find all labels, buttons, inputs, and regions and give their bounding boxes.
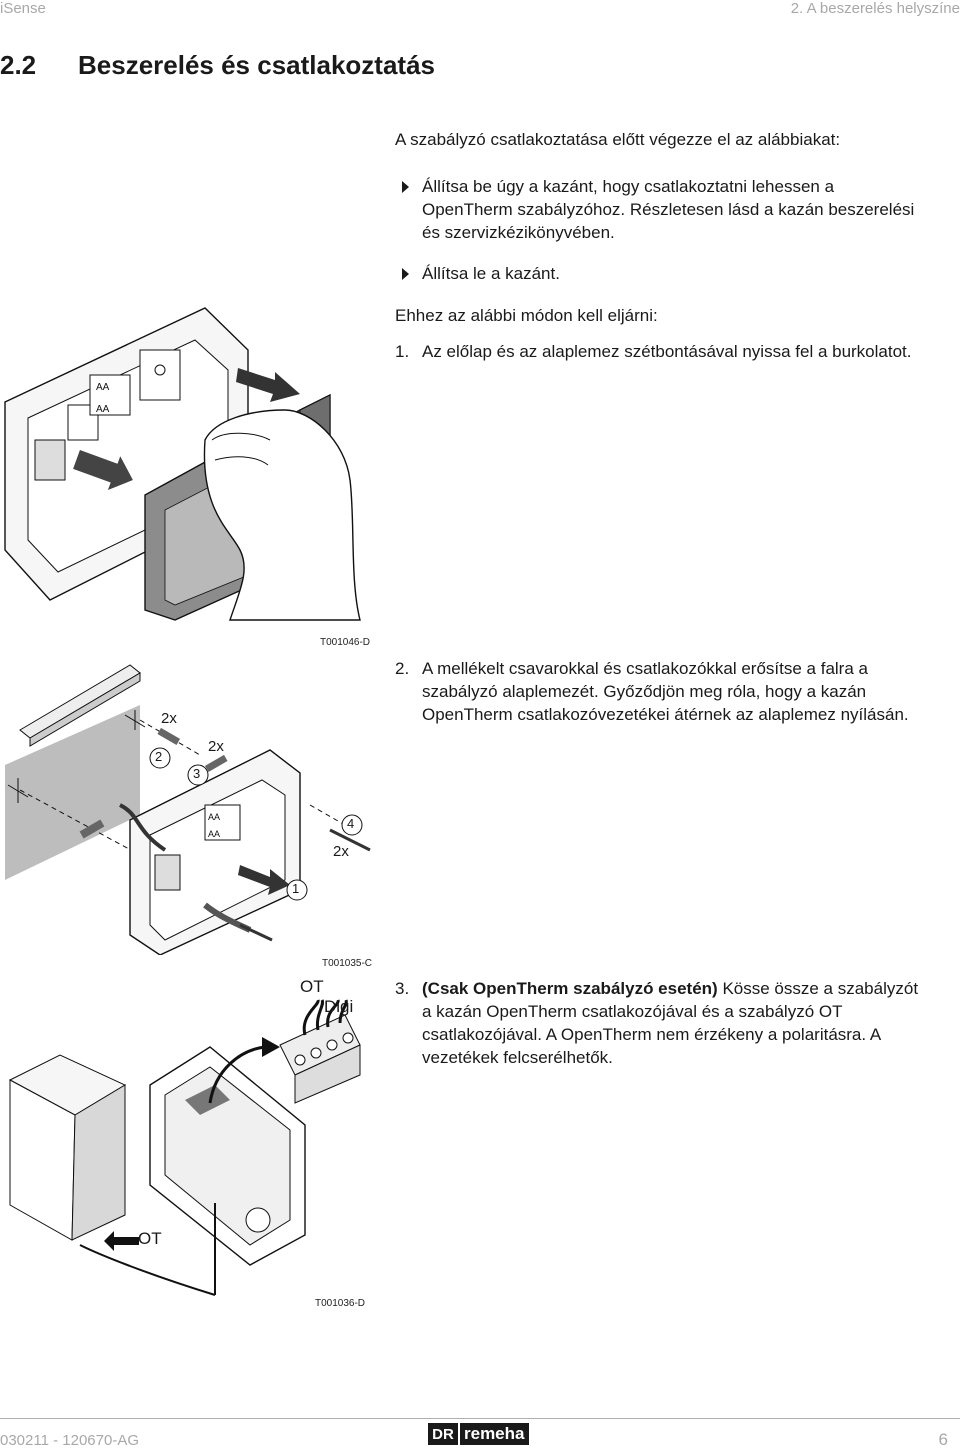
step-3-line-2: a kazán OpenTherm csatlakozójával és a s… — [422, 1002, 843, 1021]
footer-divider — [0, 1418, 960, 1419]
figure-1-code: T001046-D — [320, 637, 371, 648]
document-code: 030211 - 120670-AG — [0, 1432, 139, 1449]
quantity-label: 2x — [161, 710, 177, 727]
bullet-1-line-2: OpenTherm szabályzóhoz. Részletesen lásd… — [422, 200, 915, 219]
callout-1: 1 — [292, 881, 300, 896]
section-title: Beszerelés és csatlakoztatás — [78, 50, 436, 80]
svg-text:AA: AA — [96, 382, 110, 393]
label-ot-boiler: OT — [138, 1229, 162, 1248]
logo-wordmark: remeha — [460, 1423, 530, 1445]
quantity-label: 2x — [333, 843, 349, 860]
step-2-line-1: A mellékelt csavarokkal és csatlakozókka… — [422, 659, 868, 678]
step-1-number: 1. — [395, 342, 410, 361]
page-number: 6 — [938, 1430, 948, 1449]
step-3-line-4: vezetékek felcserélhetők. — [422, 1048, 613, 1067]
figure-2-code: T001035-C — [322, 958, 373, 969]
label-digi: Digi — [324, 997, 354, 1016]
procedure-intro: Ehhez az alábbi módon kell eljárni: — [395, 306, 658, 325]
label-ot-terminal: OT — [300, 977, 324, 996]
svg-text:AA: AA — [208, 829, 220, 839]
bullet-arrow-icon — [402, 268, 409, 280]
step-3-number: 3. — [395, 979, 410, 998]
remeha-logo: DR remeha — [428, 1423, 530, 1445]
bullet-arrow-icon — [402, 181, 409, 193]
step-3-text: (Csak OpenTherm szabályzó esetén) Kösse … — [422, 977, 960, 1069]
step-2-line-2: szabályzó alaplemezét. Győződjön meg ról… — [422, 682, 867, 701]
step-3-bold-lead: (Csak OpenTherm szabályzó esetén) — [422, 979, 718, 998]
step-1-text: Az előlap és az alaplemez szétbontásával… — [422, 342, 912, 361]
intro-text: A szabályzó csatlakoztatása előtt végezz… — [395, 130, 841, 149]
bullet-1-line-3: és szervizkézikönyvében. — [422, 223, 615, 242]
callout-4: 4 — [347, 816, 355, 831]
step-2-text: A mellékelt csavarokkal és csatlakozókka… — [422, 657, 909, 726]
logo-mark: DR — [428, 1423, 458, 1445]
bullet-2: Állítsa le a kazánt. — [422, 264, 560, 283]
callout-2: 2 — [155, 749, 163, 764]
svg-text:AA: AA — [208, 812, 220, 822]
running-header-left: iSense — [0, 0, 46, 17]
bullet-1: Állítsa be úgy a kazánt, hogy csatlakozt… — [422, 175, 914, 244]
step-2-number: 2. — [395, 659, 410, 678]
quantity-label: 2x — [208, 738, 224, 755]
callout-3: 3 — [193, 766, 201, 781]
step-3-lead-rest: Kösse össze a szabályzót — [717, 979, 919, 998]
figure-open-housing: AA AA — [0, 290, 380, 630]
running-header-right: 2. A beszerelés helyszíne — [790, 0, 960, 17]
svg-text:AA: AA — [96, 404, 110, 415]
figure-wall-mounting: AA AA 2x 2x 2x 2 3 4 1 — [0, 655, 385, 955]
step-3-line-3: csatlakozójával. A OpenTherm nem érzéken… — [422, 1025, 882, 1044]
section-number: 2.2 — [0, 50, 37, 80]
figure-3-code: T001036-D — [315, 1298, 366, 1309]
step-2-line-3: OpenTherm csatlakozóvezetékei átérnek az… — [422, 705, 909, 724]
bullet-1-line-1: Állítsa be úgy a kazánt, hogy csatlakozt… — [422, 177, 835, 196]
step-3-line-1: (Csak OpenTherm szabályzó esetén) Kösse … — [422, 977, 960, 1000]
figure-opentherm-connection: OT Digi OT — [0, 975, 385, 1305]
